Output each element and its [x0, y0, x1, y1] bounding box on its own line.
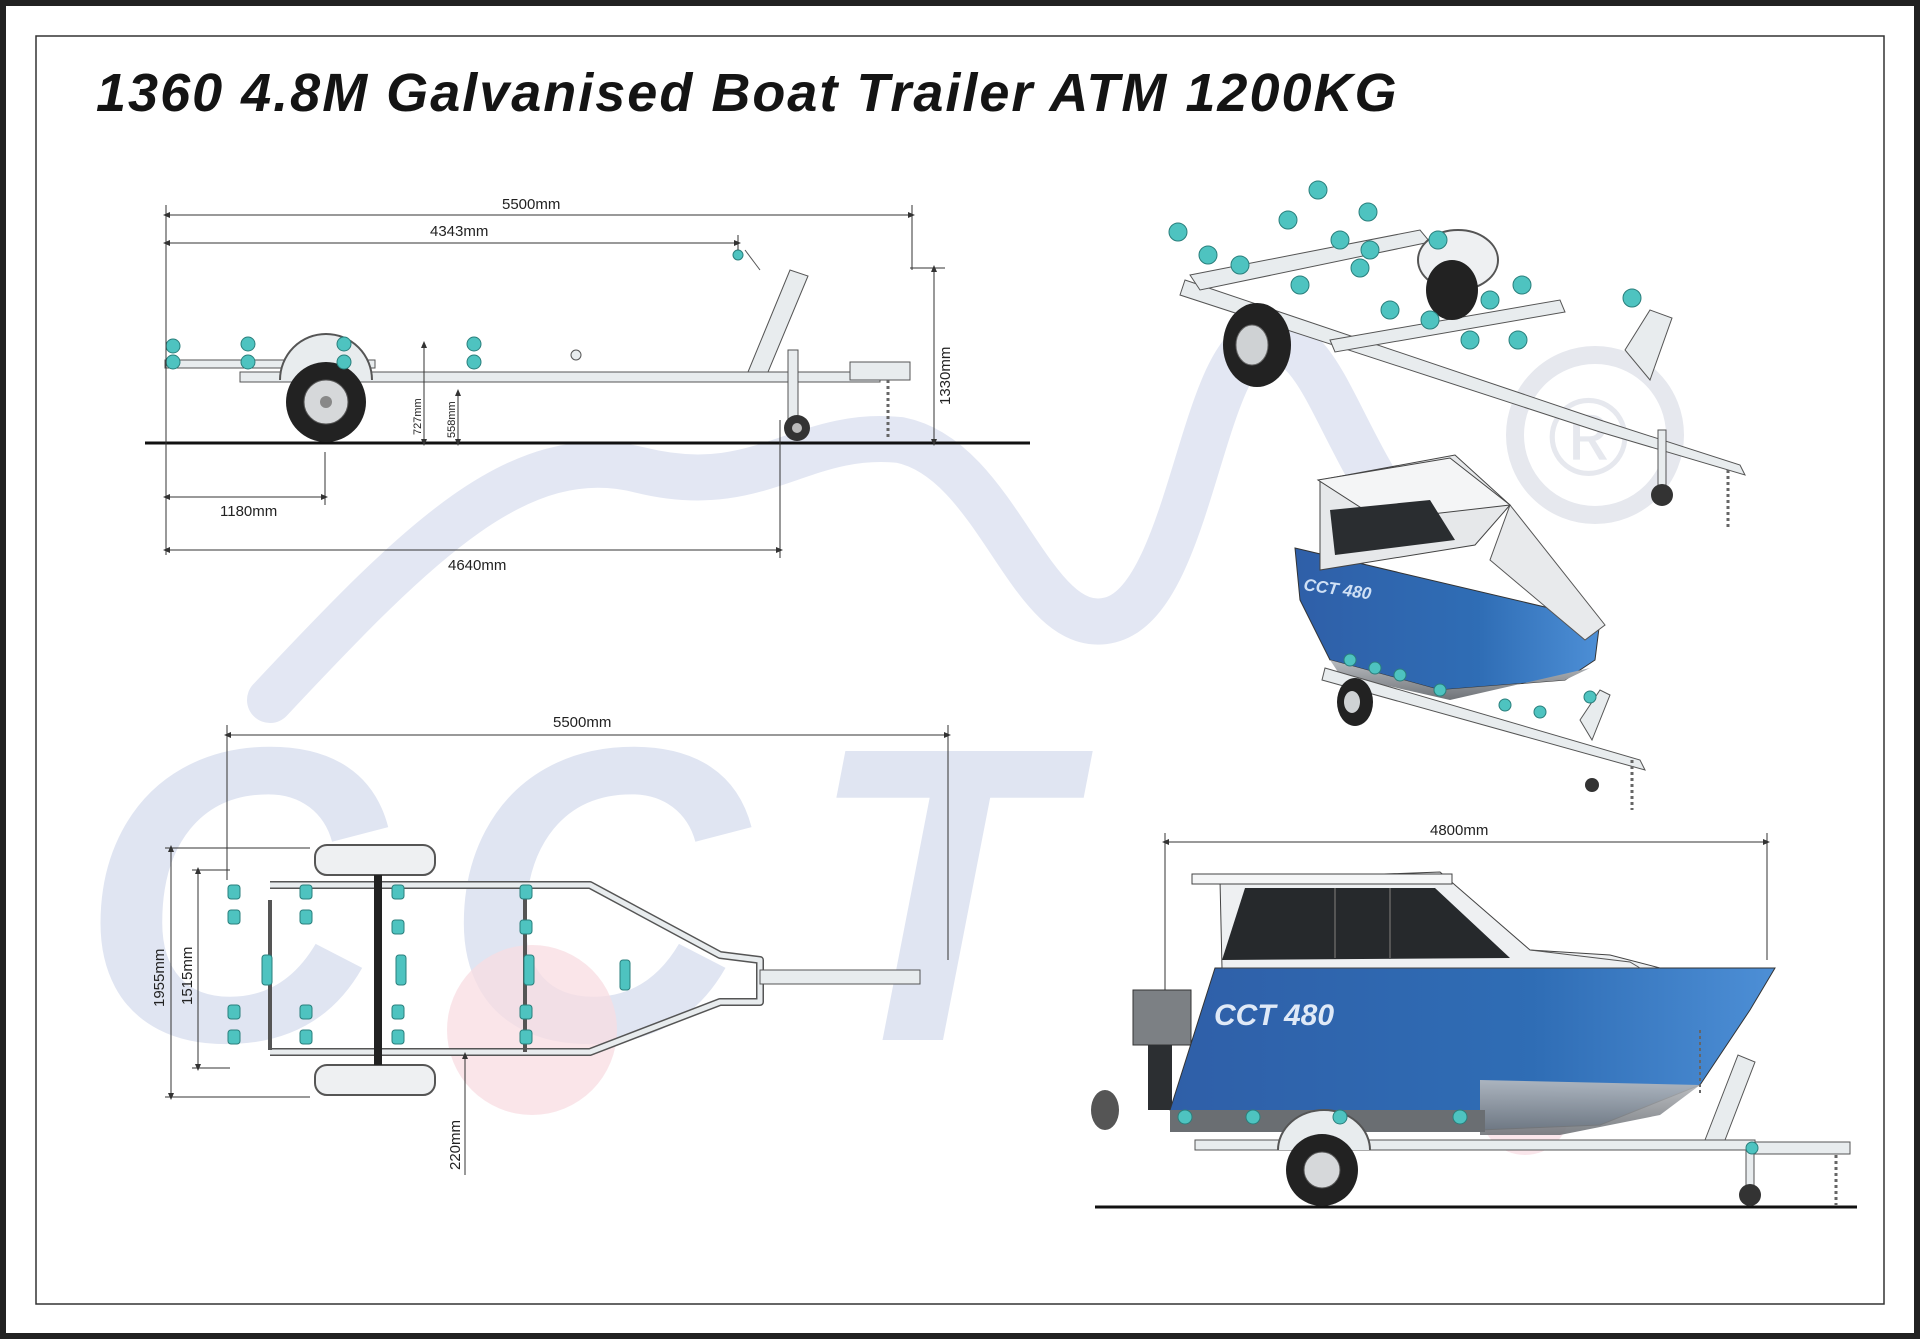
dim-coupling-to-post: 4343mm [430, 223, 488, 240]
dim-overall-width: 1955mm [151, 949, 168, 1007]
drawbar-top [759, 969, 921, 985]
iso-winch-post [1624, 309, 1673, 381]
cabin-windows [1222, 888, 1510, 960]
hull-blue [1169, 967, 1776, 1131]
iso-wheel-rear [1426, 260, 1478, 320]
side-rollers [165, 336, 482, 370]
iso-rollers [1168, 180, 1642, 350]
dim-bunk-height: 727mm [412, 398, 424, 435]
iso-trailer-frame [1321, 667, 1646, 771]
winch-post [747, 269, 809, 373]
iso-trailer [1168, 180, 1746, 530]
side-view: 5500mm 4343mm 1330mm 727mm 558mm 1180mm … [145, 196, 1030, 574]
loaded-rollers [1177, 1109, 1759, 1155]
axle [374, 875, 382, 1065]
dim-rear-to-axle: 1180mm [220, 503, 277, 520]
dim-boat-length: 4800mm [1430, 822, 1488, 839]
outboard-motor [1132, 989, 1192, 1046]
top-rollers [227, 884, 631, 1045]
mudguard-bottom [314, 1064, 436, 1096]
dim-ground-clearance: 220mm [447, 1120, 464, 1170]
iso-frame [1179, 279, 1746, 476]
dim-frame-height: 558mm [446, 401, 458, 438]
keel-roller [570, 349, 582, 361]
side-loaded: 4800mm CCT 480 [1091, 822, 1857, 1209]
page-title: 1360 4.8M Galvanised Boat Trailer ATM 12… [96, 63, 1399, 123]
cabin-roof [1191, 873, 1453, 885]
iso-loaded: CCT 480 [1294, 454, 1646, 810]
loaded-mudguard [1277, 1109, 1371, 1151]
hull-grey [1480, 1080, 1700, 1135]
mudguard-top [314, 844, 436, 876]
watermark-registered-mark: ® [1548, 376, 1629, 499]
bunk-rail [164, 359, 376, 369]
watermark-registered-ring [1506, 346, 1684, 524]
coupling [849, 361, 911, 381]
boat-name: CCT 480 [1214, 999, 1334, 1032]
loaded-winch-post [1704, 1054, 1756, 1141]
dim-rear-to-jockey: 4640mm [448, 557, 506, 574]
watermark-wave [247, 316, 1423, 723]
dim-overall-length: 5500mm [502, 196, 560, 213]
top-view: 5500mm 1955mm 1515mm 220mm [151, 714, 951, 1175]
inner-border [35, 35, 1885, 1305]
dim-top-overall-length: 5500mm [553, 714, 611, 731]
dim-jockey-height: 1330mm [937, 347, 954, 405]
dim-track-width: 1515mm [179, 947, 196, 1005]
loaded-jockey-wheel [1739, 1184, 1761, 1206]
watermark-red-dot-1 [447, 945, 617, 1115]
iso-windows [1330, 500, 1455, 555]
iso-jockey-wheel [1651, 484, 1673, 506]
